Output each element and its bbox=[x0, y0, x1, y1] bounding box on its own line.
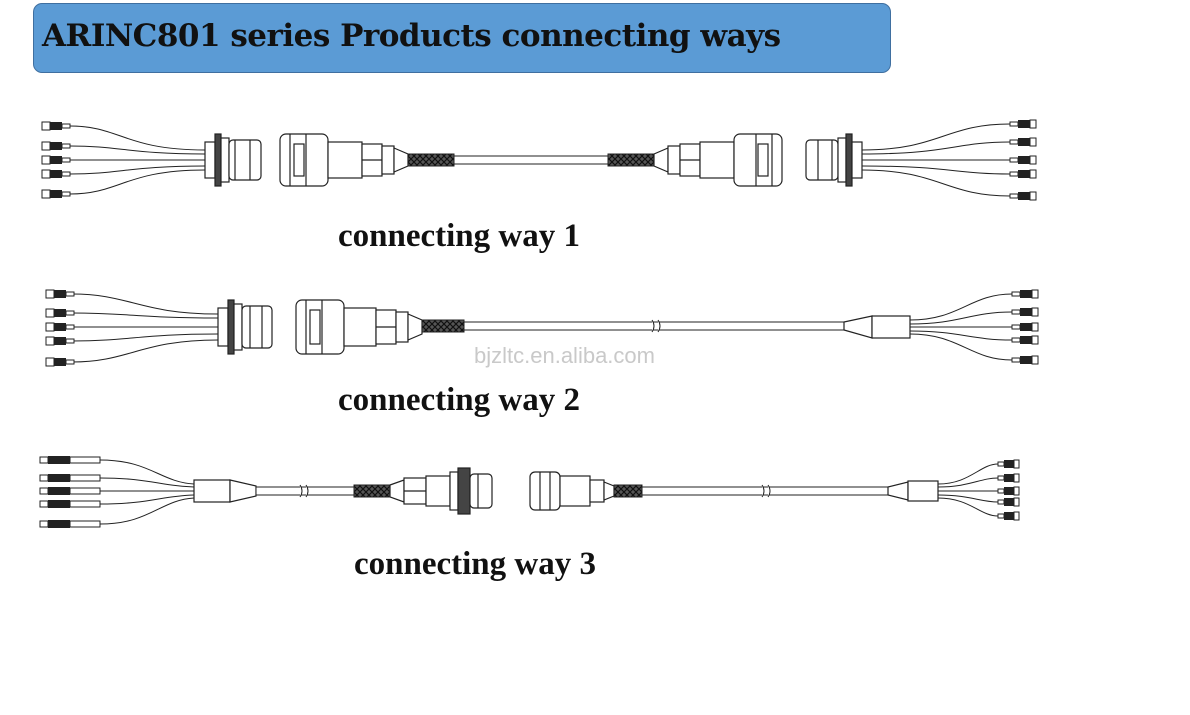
way3-right-plugs bbox=[997, 459, 1020, 521]
way1-left-plugs bbox=[41, 121, 71, 199]
page-title: ARINC801 series Products connecting ways bbox=[42, 18, 781, 54]
caption-way-3: connecting way 3 bbox=[354, 546, 596, 582]
way1-left-fanout bbox=[69, 125, 206, 195]
way1-right-plug bbox=[653, 133, 783, 187]
way2-cable bbox=[463, 319, 845, 333]
way1-left-plug bbox=[279, 133, 409, 187]
way2-right-fanout bbox=[909, 293, 1013, 361]
watermark: bjzltc.en.aliba.com bbox=[474, 343, 655, 368]
way3-braid-left bbox=[353, 484, 391, 498]
way1-braid-right bbox=[607, 153, 655, 167]
way1-right-receptacle bbox=[805, 133, 863, 187]
way3-plug bbox=[389, 467, 493, 515]
way1-right-plugs bbox=[1009, 119, 1037, 201]
title-banner: ARINC801 series Products connecting ways bbox=[33, 3, 891, 73]
way2-splice-boot bbox=[843, 315, 911, 339]
way2-left-fanout bbox=[71, 293, 219, 363]
way2-receptacle bbox=[217, 299, 273, 355]
way1-cable bbox=[453, 155, 609, 165]
way3-left-plugs bbox=[39, 456, 101, 528]
way1-braid-left bbox=[407, 153, 455, 167]
way3-braid-right bbox=[613, 484, 643, 498]
way2-left-plugs bbox=[45, 289, 75, 367]
way1-right-fanout bbox=[861, 123, 1011, 197]
way3-left-splice-boot bbox=[193, 479, 257, 503]
way2-braid bbox=[421, 319, 465, 333]
way3-right-cable bbox=[641, 484, 889, 498]
caption-way-1: connecting way 1 bbox=[338, 218, 580, 254]
way2-plug bbox=[295, 299, 423, 355]
way3-right-splice-boot bbox=[887, 480, 939, 502]
way2-right-plugs bbox=[1011, 289, 1039, 365]
way3-right-fanout bbox=[937, 463, 999, 517]
way3-left-cable bbox=[255, 484, 355, 498]
way1-left-receptacle bbox=[204, 133, 262, 187]
caption-way-2: connecting way 2 bbox=[338, 382, 580, 418]
way3-receptacle bbox=[529, 471, 615, 511]
way3-left-fanout bbox=[99, 459, 195, 525]
